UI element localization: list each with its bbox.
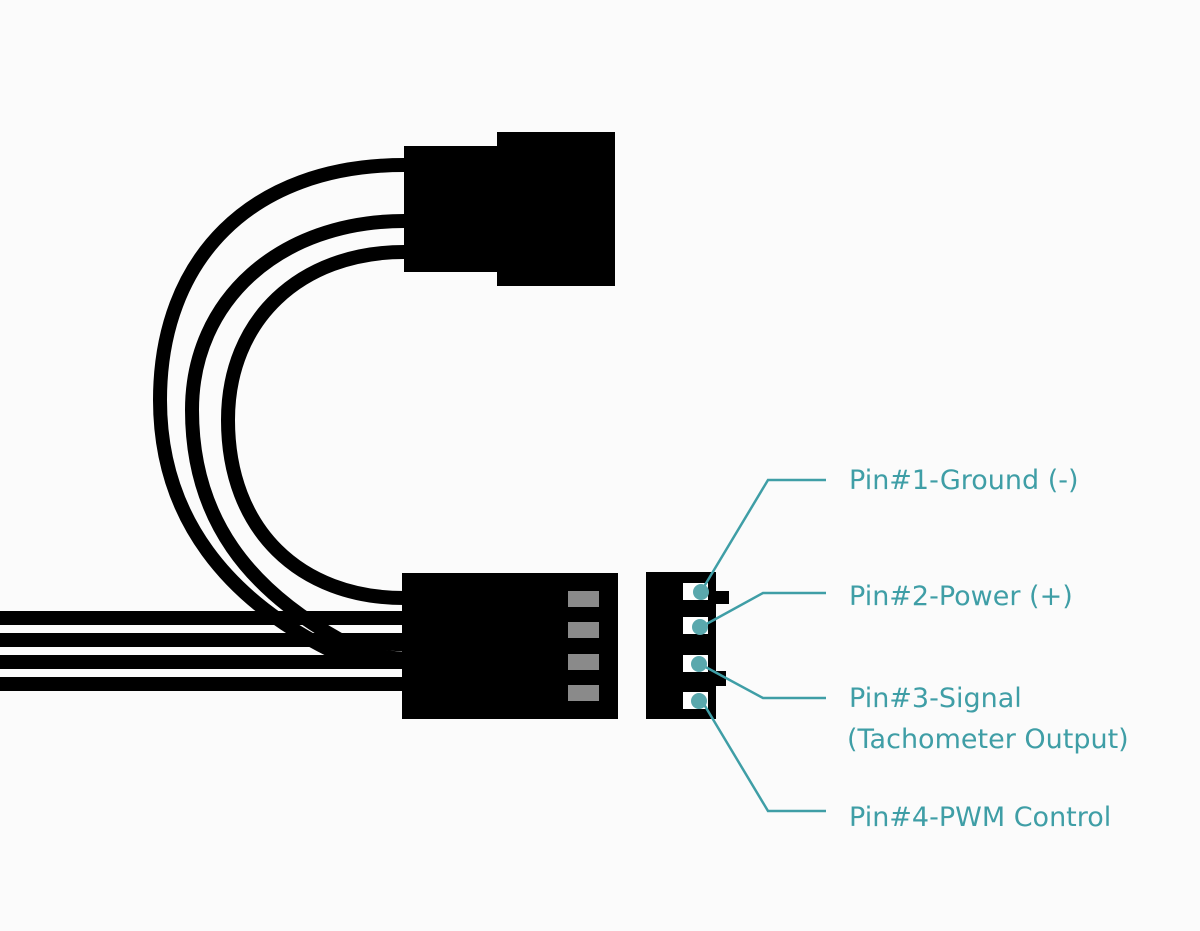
pin-dot-1 [693,584,709,600]
female-connector-key-notch [714,591,729,604]
straight-wire-3 [0,655,404,669]
pin-dot-3 [691,656,707,672]
top-connector [404,132,615,286]
leader-line-pin-4 [700,700,826,813]
curved-wire-outer [152,158,411,667]
straight-wire-2 [0,633,404,647]
male-pin-1 [568,591,599,607]
leader-lines [699,478,826,813]
male-pin-3 [568,654,599,670]
pin-label-1: Pin#1-Ground (-) [849,465,1079,496]
male-pin-4 [568,685,599,701]
leader-line-pin-1 [700,478,826,591]
pin-label-3: Pin#3-Signal [849,683,1022,714]
leader-line-pin-3 [699,662,826,700]
pin-label-2: Pin#2-Power (+) [849,581,1073,612]
curved-wire-inner [220,245,405,605]
pin-dot-2 [692,619,708,635]
top-connector-front [497,132,615,286]
leader-line-pin-2 [700,591,826,629]
male-pin-2 [568,622,599,638]
male-connector [402,573,618,719]
straight-wires [0,611,404,691]
female-connector-latch [714,671,726,686]
straight-wire-4 [0,677,404,691]
straight-wire-1 [0,611,404,625]
curved-wires [152,158,411,667]
curved-wire-middle [184,214,411,652]
pin-dots [691,584,709,709]
top-connector-back [404,146,499,272]
pin-labels: Pin#1-Ground (-) Pin#2-Power (+) Pin#3-S… [847,465,1129,833]
pin-dot-4 [691,693,707,709]
pin-label-3-line2: (Tachometer Output) [847,724,1129,755]
pin-label-4: Pin#4-PWM Control [849,802,1111,833]
